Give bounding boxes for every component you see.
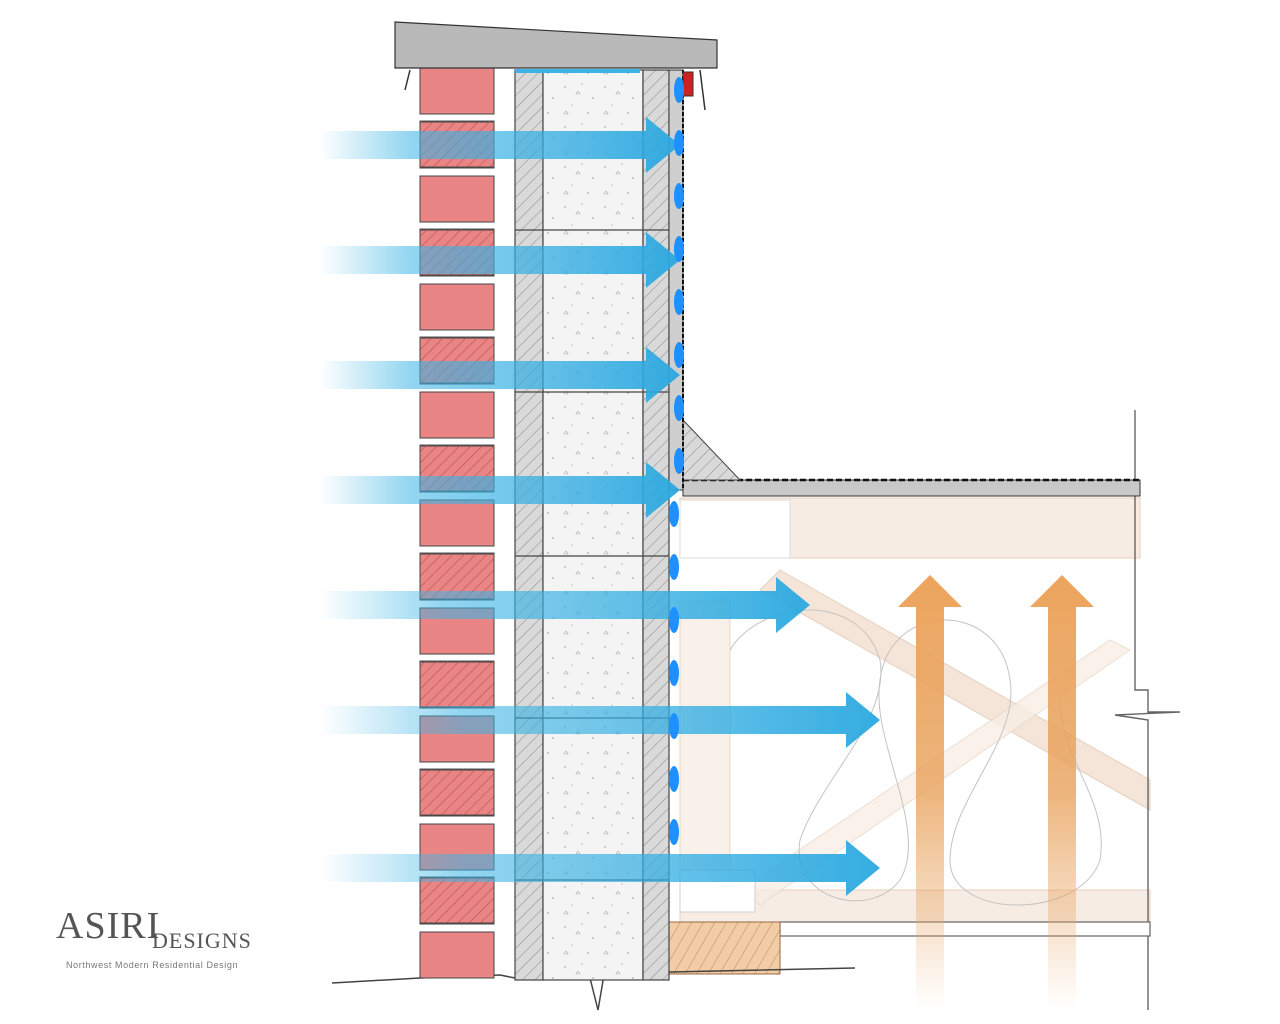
brick xyxy=(419,931,495,979)
brick-veneer xyxy=(419,67,495,979)
brick xyxy=(419,283,495,331)
moisture-arrow xyxy=(320,462,680,518)
moisture-arrow xyxy=(320,840,880,896)
logo-tagline: Northwest Modern Residential Design xyxy=(66,960,239,970)
condensation-droplets xyxy=(669,77,684,845)
droplet xyxy=(669,819,679,845)
droplet xyxy=(674,130,684,156)
brick xyxy=(419,67,495,115)
logo-main-text: ASIRI xyxy=(56,905,161,947)
brick-tie xyxy=(419,876,495,924)
brick-tie xyxy=(419,768,495,816)
droplet xyxy=(669,501,679,527)
droplet xyxy=(674,395,684,421)
moisture-arrow xyxy=(320,347,680,403)
heat-arrow xyxy=(1030,575,1094,1010)
asiri-designs-logo: ASIRI DESIGNS Northwest Modern Residenti… xyxy=(56,900,276,980)
heat-arrow xyxy=(898,575,962,1010)
moisture-arrow xyxy=(320,117,680,173)
droplet xyxy=(669,607,679,633)
roof-deck xyxy=(682,418,1141,497)
moisture-arrow xyxy=(320,692,880,748)
brick-tie xyxy=(419,660,495,708)
droplet xyxy=(669,660,679,686)
brick xyxy=(419,175,495,223)
droplet xyxy=(669,766,679,792)
moisture-arrows xyxy=(320,117,880,896)
droplet xyxy=(669,713,679,739)
moisture-arrow xyxy=(320,232,680,288)
droplet xyxy=(674,448,684,474)
droplet xyxy=(674,289,684,315)
logo-sub-text: DESIGNS xyxy=(152,928,252,953)
droplet xyxy=(674,236,684,262)
droplet xyxy=(674,342,684,368)
brick xyxy=(419,391,495,439)
block-wall xyxy=(514,69,684,981)
heat-arrows xyxy=(898,575,1094,1010)
droplet xyxy=(674,183,684,209)
coping-cap xyxy=(394,21,718,111)
droplet xyxy=(674,77,684,103)
droplet xyxy=(669,554,679,580)
moisture-arrow xyxy=(320,577,810,633)
brick xyxy=(419,499,495,547)
